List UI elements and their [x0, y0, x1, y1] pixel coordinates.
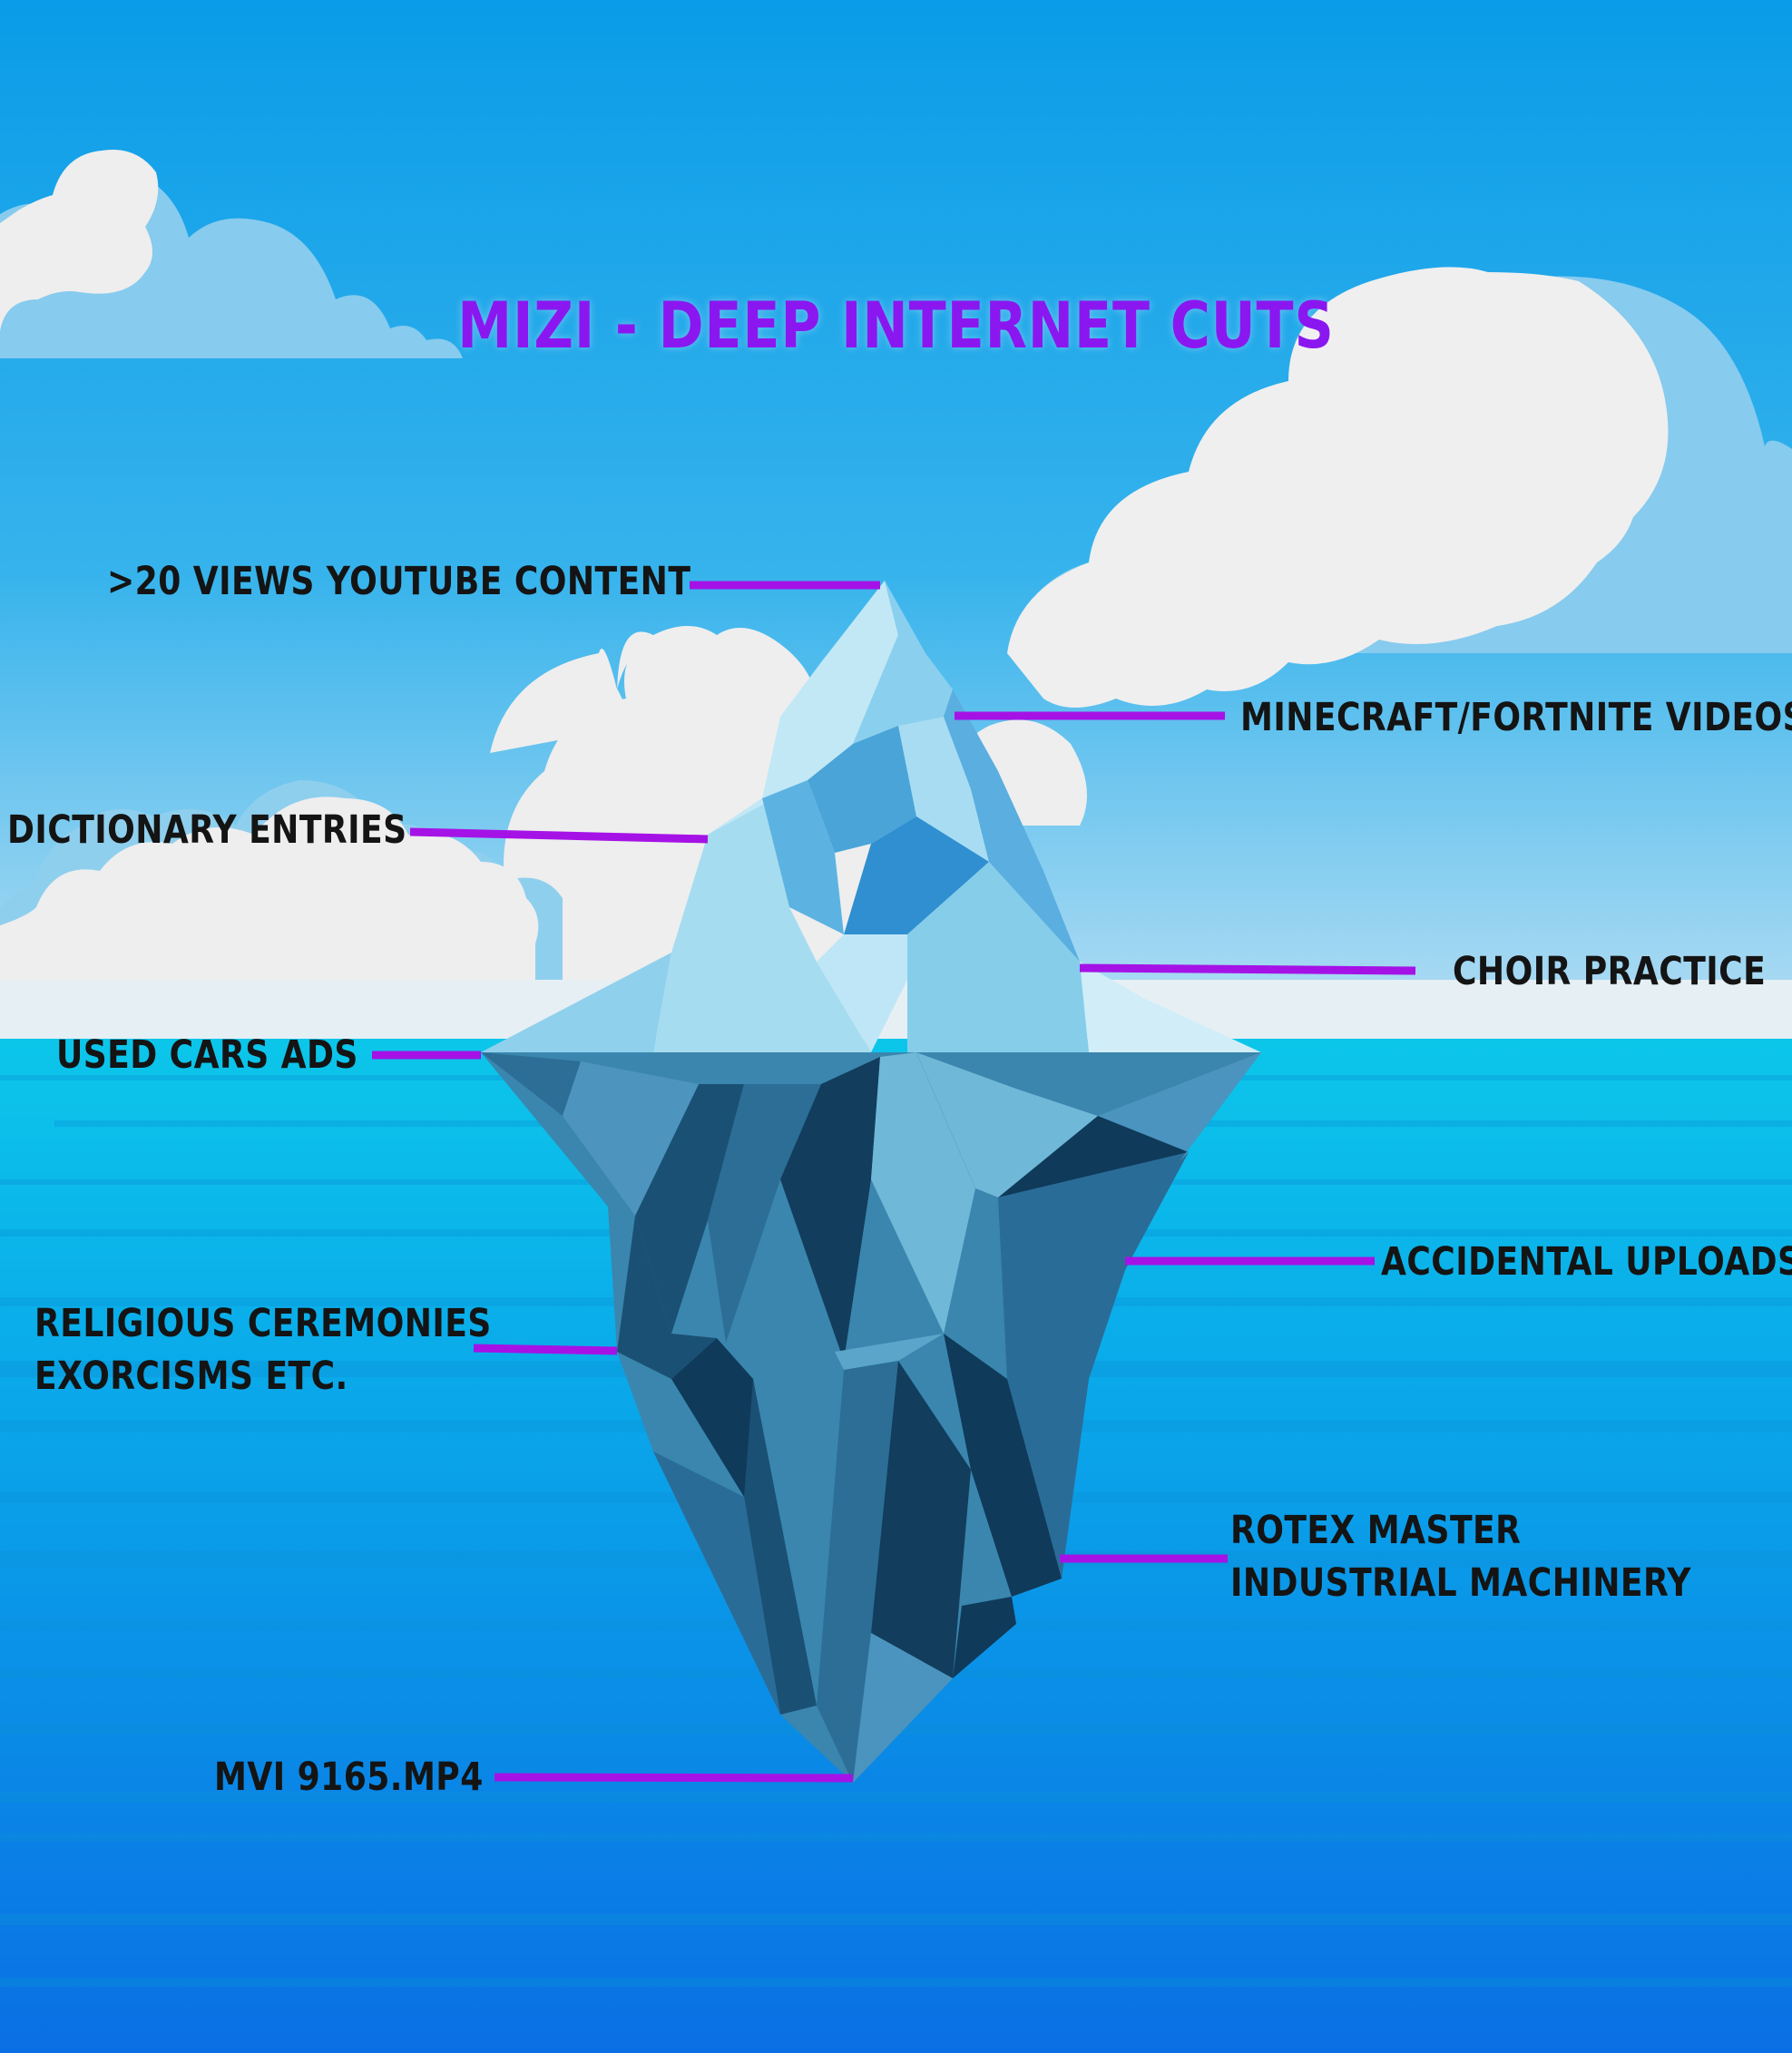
iceberg	[481, 581, 1261, 1783]
pointer-line-level-7	[473, 1344, 618, 1355]
cloud-top-left	[0, 150, 463, 358]
level-label-5: USED CARS ADS	[56, 1032, 358, 1078]
level-label-8-line-1: ROTEX MASTER	[1230, 1508, 1522, 1553]
level-label-7-line-1: RELIGIOUS CEREMONIES	[34, 1301, 492, 1346]
level-label-8: ROTEX MASTER INDUSTRIAL MACHINERY	[1230, 1504, 1691, 1609]
level-label-4: CHOIR PRACTICE	[1453, 949, 1767, 994]
pointer-line-level-9	[494, 1773, 854, 1783]
level-label-8-line-2: INDUSTRIAL MACHINERY	[1230, 1560, 1691, 1606]
level-label-1: >20 VIEWS YOUTUBE CONTENT	[107, 559, 691, 604]
level-label-6: ACCIDENTAL UPLOADS	[1381, 1239, 1792, 1285]
pointer-lines	[372, 581, 1416, 1783]
level-label-9: MVI 9165.MP4	[214, 1755, 484, 1800]
pointer-line-level-4	[1079, 963, 1416, 975]
pointer-line-level-3	[409, 827, 709, 844]
page-title: MIZI - DEEP INTERNET CUTS	[457, 288, 1335, 363]
level-label-7-line-2: EXORCISMS ETC.	[34, 1354, 348, 1399]
level-label-3: DICTIONARY ENTRIES	[7, 807, 407, 853]
level-label-2: MINECRAFT/FORTNITE VIDEOS	[1240, 695, 1792, 740]
level-label-7: RELIGIOUS CEREMONIES EXORCISMS ETC.	[34, 1297, 492, 1403]
cloud-right-large	[1007, 267, 1792, 708]
